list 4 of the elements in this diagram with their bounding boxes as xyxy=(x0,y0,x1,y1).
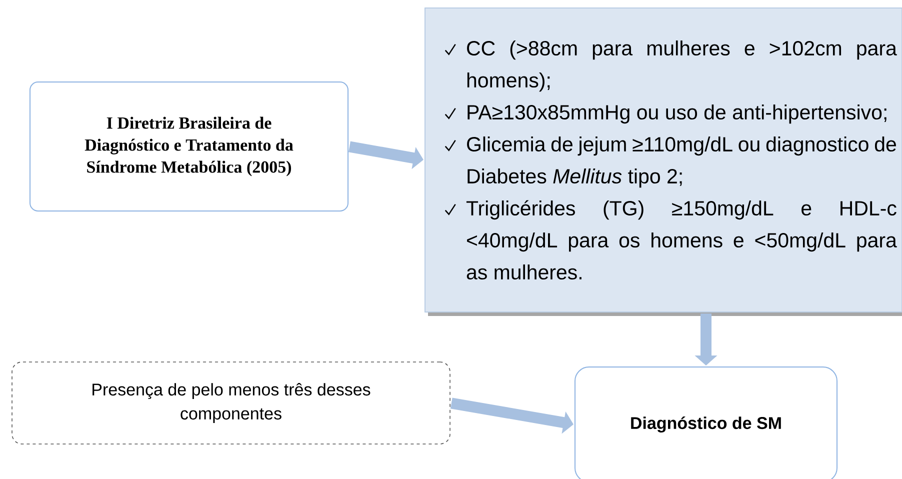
result-box: Diagnóstico de SM xyxy=(574,366,838,479)
criteria-box: CC (>88cm para mulheres e >102cm para homens); PA≥130x85mmHg ou uso de anti-hipertensivo; Glicemia de jejum ≥110mg/dL ou diagnostico de Diabetes Mellitus tipo 2; Triglicérides (TG) ≥150mg/dL e HDL-c <40mg/dL para os homens e <50mg/dL para as mulheres. xyxy=(424,8,902,316)
condition-box: Presença de pelo menos três desses componentes xyxy=(12,362,450,444)
guideline-box: I Diretriz Brasileira de Diagnóstico e Tratamento da Síndrome Metabólica (2005) xyxy=(30,82,348,212)
